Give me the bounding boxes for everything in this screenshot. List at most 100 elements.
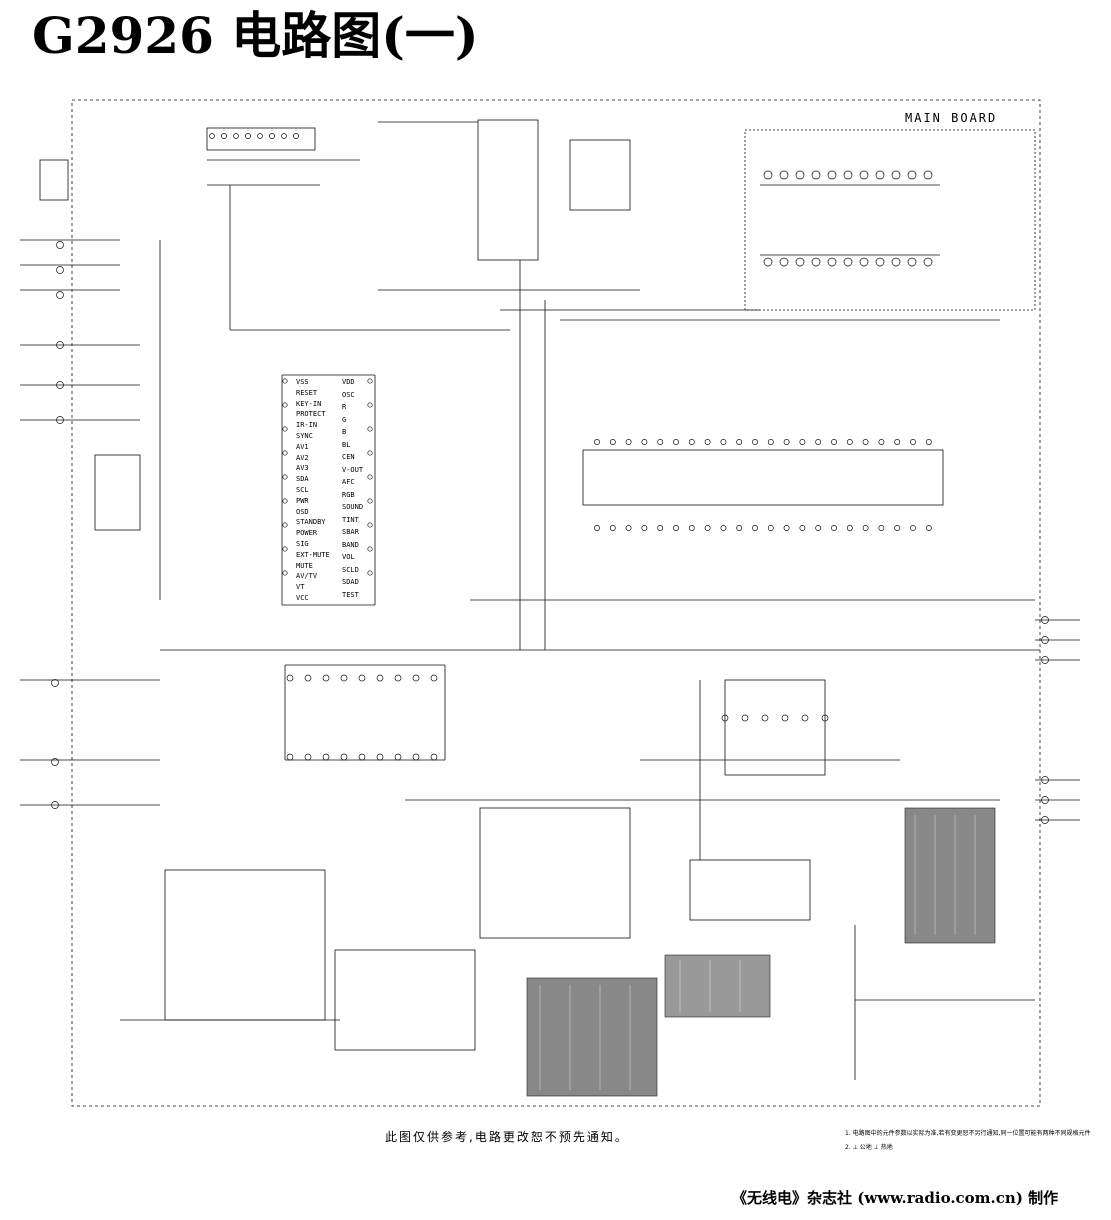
terminal-node	[815, 439, 822, 445]
terminal-node	[51, 801, 59, 809]
footnote-2: 2. ⊥ 公地 ⊥ 热地	[845, 1144, 893, 1151]
terminal-node	[721, 714, 729, 722]
terminal-node	[221, 133, 227, 139]
terminal-node	[752, 525, 758, 531]
terminal-node	[767, 525, 774, 531]
terminal-node	[704, 439, 711, 445]
terminal-node	[846, 525, 853, 531]
terminal-node	[704, 525, 711, 531]
mcu-pin-label: OSC	[342, 390, 355, 399]
terminal-node	[910, 439, 916, 445]
terminal-node	[821, 714, 829, 722]
terminal-node	[282, 474, 288, 480]
mcu-pin-label: SDAD	[342, 578, 359, 586]
terminal-node	[641, 525, 648, 531]
terminal-node	[245, 133, 251, 139]
terminal-node	[282, 450, 288, 456]
terminal-node	[859, 170, 869, 180]
terminal-node	[322, 674, 330, 682]
terminal-node	[843, 170, 853, 180]
terminal-node	[657, 525, 664, 531]
terminal-node	[752, 439, 758, 445]
terminal-node	[286, 753, 294, 761]
mcu-pin-label: SYNC	[296, 432, 313, 440]
terminal-node	[51, 758, 59, 766]
terminal-node	[720, 525, 727, 531]
terminal-node	[304, 674, 312, 682]
terminal-node	[925, 439, 932, 445]
mcu-pin-label: VT	[296, 583, 305, 592]
terminal-node	[340, 674, 348, 682]
mcu-pin-label: R	[342, 403, 347, 411]
mcu-pin-label: VOL	[342, 553, 355, 561]
mcu-pin-label: SBAR	[342, 528, 359, 536]
terminal-node	[891, 170, 901, 180]
mcu-pin-label: OSD	[296, 507, 309, 516]
terminal-node	[862, 525, 869, 531]
mcu-pin-label: RGB	[342, 490, 355, 499]
terminal-node	[811, 170, 821, 180]
terminal-node	[923, 170, 933, 180]
terminal-node	[767, 439, 774, 445]
mcu-pin-label: G	[342, 415, 347, 424]
terminal-node	[282, 570, 288, 576]
terminal-node	[282, 546, 288, 552]
terminal-node	[801, 714, 809, 722]
terminal-node	[594, 439, 600, 445]
terminal-node	[304, 753, 312, 761]
terminal-node	[56, 341, 64, 349]
mcu-pin-label: IR-IN	[296, 421, 318, 430]
terminal-node	[282, 378, 288, 384]
terminal-node	[811, 257, 821, 267]
terminal-node	[673, 525, 679, 531]
mcu-pin-label: VCC	[296, 594, 309, 602]
terminal-node	[875, 257, 885, 267]
terminal-node	[367, 570, 373, 576]
mcu-pin-label: B	[342, 428, 347, 436]
mcu-pin-label: SCLD	[342, 565, 359, 574]
mcu-pin-label: AV2	[296, 453, 309, 462]
terminal-node	[394, 674, 402, 682]
terminal-node	[1041, 616, 1049, 624]
terminal-node	[761, 714, 769, 722]
footnotes: 1. 电路图中的元件参数以实际为准,若有变更恕不另行通知,同一位置可能有两种不同…	[845, 1127, 1095, 1155]
terminal-node	[376, 674, 384, 682]
disclaimer-notice: 此图仅供参考,电路更改恕不预先通知。	[385, 1130, 629, 1144]
terminal-node	[625, 525, 632, 531]
mcu-pin-label: VSS	[296, 378, 309, 386]
terminal-node	[1041, 796, 1049, 804]
terminal-node	[1041, 656, 1049, 664]
terminal-node	[831, 439, 837, 445]
terminal-node	[763, 170, 773, 180]
terminal-node	[367, 522, 373, 528]
terminal-node	[831, 525, 837, 531]
mcu-pin-label: AFC	[342, 478, 355, 486]
terminal-node	[779, 257, 789, 267]
terminal-node	[907, 170, 917, 180]
mcu-pin-label: TINT	[342, 515, 359, 524]
terminal-node	[741, 714, 749, 722]
mcu-pin-label: AV3	[296, 464, 309, 473]
terminal-node	[594, 525, 600, 531]
terminal-node	[430, 753, 438, 761]
terminal-node	[875, 170, 885, 180]
terminal-node	[799, 439, 806, 445]
terminal-node	[815, 525, 822, 531]
terminal-node	[779, 170, 789, 180]
terminal-node	[282, 498, 288, 504]
terminal-node	[781, 714, 789, 722]
terminal-node	[1041, 636, 1049, 644]
mcu-pin-label: STANDBY	[296, 518, 326, 527]
terminal-node	[763, 257, 773, 267]
terminal-node	[827, 170, 837, 180]
publisher-credit: 《无线电》杂志社 (www.radio.com.cn) 制作	[732, 1189, 1059, 1207]
terminal-node	[859, 257, 869, 267]
terminal-node	[891, 257, 901, 267]
mcu-pin-label: RESET	[296, 388, 318, 397]
terminal-node	[688, 525, 695, 531]
terminal-node	[736, 525, 743, 531]
mcu-pin-label: BL	[342, 440, 351, 449]
terminal-node	[736, 439, 743, 445]
terminal-node	[846, 439, 853, 445]
terminal-node	[430, 674, 438, 682]
